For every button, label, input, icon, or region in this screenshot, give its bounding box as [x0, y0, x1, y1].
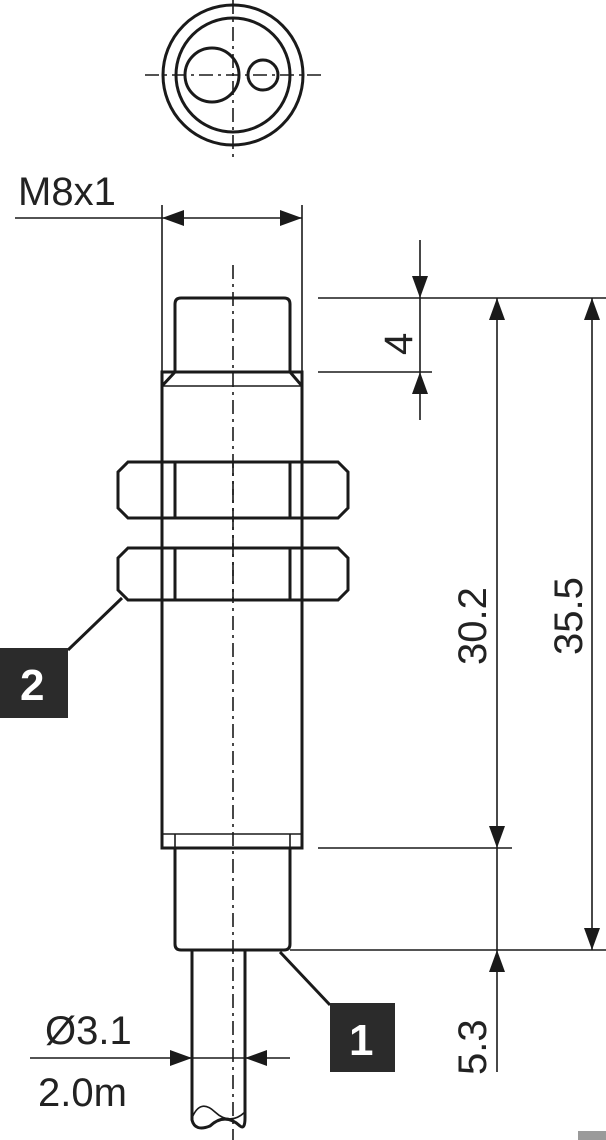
- extension-lines: [290, 297, 606, 951]
- cable-length-label: 2.0m: [38, 1071, 127, 1115]
- total-length-label: 35.5: [547, 577, 591, 655]
- label-cable-number: 1: [349, 1016, 373, 1065]
- thread-label: M8x1: [18, 170, 116, 214]
- thread-dimension: M8x1: [15, 170, 303, 372]
- rear-length-label: 5.3: [451, 1019, 495, 1075]
- tip-length-label: 4: [377, 333, 421, 355]
- label-nuts: 2: [0, 596, 124, 718]
- nuts: [116, 460, 350, 602]
- cable-diameter-label: Ø3.1: [45, 1009, 132, 1053]
- label-cable: 1: [278, 950, 395, 1072]
- thread-length-label: 30.2: [451, 587, 495, 665]
- cable-dimension: Ø3.1 2.0m: [30, 1009, 290, 1115]
- total-length-dimension: 35.5: [547, 298, 600, 950]
- label-nuts-number: 2: [20, 661, 44, 710]
- top-view: [145, 0, 322, 162]
- corner-mark: [578, 1131, 606, 1140]
- cable: [190, 950, 247, 1130]
- tip-length-dimension: 4: [377, 240, 428, 420]
- thread-length-dimension: 30.2 5.3: [451, 298, 505, 1075]
- sensor-body: [160, 296, 304, 952]
